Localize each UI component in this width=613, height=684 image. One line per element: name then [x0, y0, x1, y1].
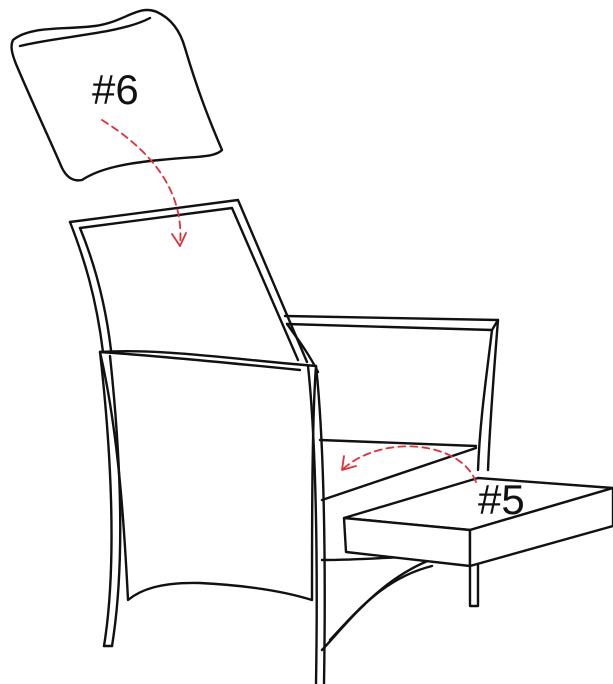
arrow-back-cushion-head — [172, 233, 186, 246]
backrest-left-post-inner — [80, 228, 111, 350]
left-side-panel — [100, 351, 316, 600]
chair-frame — [70, 200, 498, 684]
seat-deck-back-edge — [320, 440, 476, 446]
seat-cushion-label: #5 — [478, 476, 525, 523]
backrest-inner-frame — [80, 208, 298, 360]
lower-curve-rail — [322, 560, 430, 650]
seat-cushion: #5 — [344, 476, 613, 566]
lower-curve-rail-inner — [330, 566, 432, 640]
arrow-seat-cushion — [342, 446, 476, 482]
back-cushion-label: #6 — [92, 66, 139, 113]
armrest-top-bar — [285, 316, 498, 330]
back-cushion: #6 — [12, 10, 222, 180]
